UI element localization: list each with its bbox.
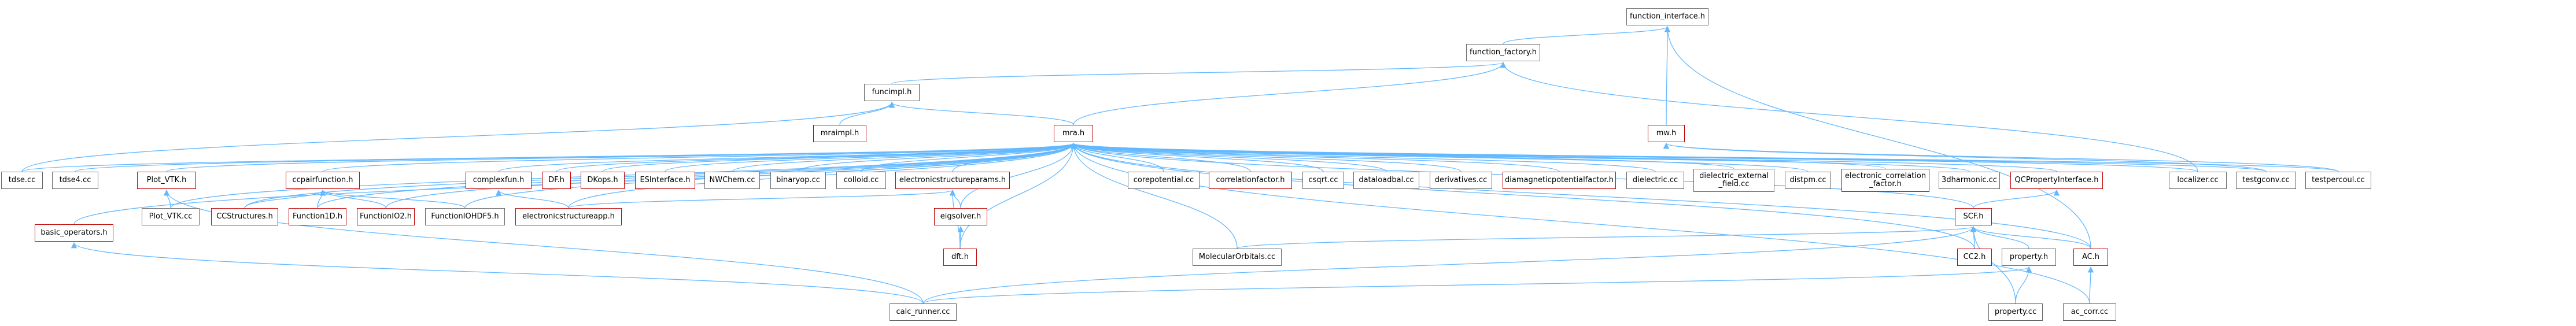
node-ccpairfunction[interactable]: ccpairfunction.h	[286, 172, 360, 189]
node-function-factory[interactable]: function_factory.h	[1466, 44, 1540, 61]
edge-eigsolver-to-mra	[960, 142, 1077, 209]
node-property-cc[interactable]: property.cc	[1988, 303, 2043, 321]
node-corepotential[interactable]: corepotential.cc	[1128, 172, 1200, 189]
node-tdse4[interactable]: tdse4.cc	[52, 172, 98, 189]
node-derivatives[interactable]: derivatives.cc	[1430, 172, 1492, 189]
edge-propertycc-to-scf	[1970, 225, 2016, 304]
node-dft[interactable]: dft.h	[943, 249, 977, 266]
edge-functionhdf5-to-ccpair	[319, 189, 466, 209]
node-mw[interactable]: mw.h	[1648, 125, 1685, 142]
node-correlationfactor[interactable]: correlationfactor.h	[1209, 172, 1292, 189]
edge-tdse-to-funcimpl	[21, 101, 895, 172]
edge-testpercoul-to-mra	[1071, 142, 2339, 172]
node-esinterface[interactable]: ESInterface.h	[635, 172, 695, 189]
edge-dataloadbal-to-mra	[1071, 142, 1387, 172]
edge-accorr-to-ach	[2087, 266, 2094, 304]
edge-testpercoul-to-mw	[1663, 142, 2339, 172]
edge-cc2-to-mra	[1070, 142, 1975, 249]
edge-calcrunner-to-basicops	[71, 242, 924, 304]
edge-plotvtk-to-mra	[166, 142, 1076, 172]
edge-diamag-to-mra	[1071, 142, 1560, 172]
edge-mra-to-function_factory	[1073, 61, 1507, 125]
node-dataloadbal[interactable]: dataloadbal.cc	[1353, 172, 1419, 189]
edge-derivatives-to-mra	[1071, 142, 1462, 172]
edge-csqrt-to-mra	[1070, 142, 1324, 172]
edge-distpm-to-mra	[1071, 142, 1809, 172]
edge-qcprop-to-mra	[1071, 142, 2057, 172]
edge-propertycc-to-propertyh	[2015, 266, 2032, 304]
node-funcimpl[interactable]: funcimpl.h	[864, 84, 920, 101]
node-tdse[interactable]: tdse.cc	[1, 172, 43, 189]
node-3dharmonic[interactable]: 3dharmonic.cc	[1939, 172, 2000, 189]
edge-dft-to-eigsolver	[957, 225, 964, 249]
node-electronicstructureparams[interactable]: electronicstructureparams.h	[895, 172, 1010, 189]
edge-binaryop-to-mra	[798, 142, 1077, 172]
node-cc2[interactable]: CC2.h	[1957, 249, 1992, 266]
node-basic-operators[interactable]: basic_operators.h	[35, 224, 113, 242]
edge-function1d-to-mra	[317, 142, 1076, 209]
edge-localizer-to-function_factory	[1500, 61, 2198, 172]
node-nwchem[interactable]: NWChem.cc	[704, 172, 760, 189]
edge-molorb-to-mra	[1070, 142, 1238, 249]
edge-molorb-to-scf	[1237, 225, 1976, 249]
edge-ccstructures-to-ccpair	[244, 189, 326, 209]
node-colloid[interactable]: colloid.cc	[836, 172, 886, 189]
edge-esinterface-to-mra	[665, 142, 1076, 172]
node-ac-h[interactable]: AC.h	[2073, 249, 2108, 266]
node-ac-corr[interactable]: ac_corr.cc	[2063, 303, 2116, 321]
node-dielectric-external-field[interactable]: dielectric_external _field.cc	[1693, 169, 1774, 192]
node-molecularorbitals[interactable]: MolecularOrbitals.cc	[1193, 249, 1282, 266]
node-distpm[interactable]: distpm.cc	[1785, 172, 1831, 189]
edge-dielectric-to-mra	[1071, 142, 1656, 172]
node-mraimpl[interactable]: mraimpl.h	[813, 125, 866, 142]
edge-ach-to-scf	[1970, 225, 2091, 249]
node-ccstructures[interactable]: CCStructures.h	[211, 208, 278, 225]
edge-ach-to-mra	[1070, 142, 2091, 249]
node-calc-runner[interactable]: calc_runner.cc	[890, 303, 957, 321]
node-electronicstructureapp[interactable]: electronicstructureapp.h	[515, 208, 622, 225]
edge-calcrunner-to-scf	[922, 225, 1976, 304]
edge-dft-to-mra	[959, 142, 1077, 249]
node-scf[interactable]: SCF.h	[1955, 208, 1992, 225]
node-function-interface[interactable]: function_interface.h	[1626, 8, 1708, 25]
edge-mw-to-function_interface	[1664, 25, 1671, 125]
node-dielectric[interactable]: dielectric.cc	[1626, 172, 1684, 189]
edge-ccpair-to-mra	[322, 142, 1076, 172]
node-testpercoul[interactable]: testpercoul.cc	[2305, 172, 2371, 189]
node-localizer[interactable]: localizer.cc	[2169, 172, 2227, 189]
node-mra[interactable]: mra.h	[1054, 125, 1093, 142]
edge-mra-to-funcimpl	[888, 101, 1074, 125]
edge-funcimpl-to-function_factory	[891, 61, 1506, 84]
edge-corrfactor-to-mra	[1070, 142, 1251, 172]
node-dkops[interactable]: DKops.h	[581, 172, 625, 189]
node-df[interactable]: DF.h	[542, 172, 571, 189]
node-functioniohdf5[interactable]: FunctionIOHDF5.h	[425, 208, 505, 225]
edge-ach-to-function_interface	[1664, 25, 2091, 249]
node-functionio2[interactable]: FunctionIO2.h	[357, 208, 415, 225]
node-property-h[interactable]: property.h	[2002, 249, 2056, 266]
edge-esapp-to-esparams	[568, 189, 955, 209]
node-testgconv[interactable]: testgconv.cc	[2236, 172, 2296, 189]
edge-propertyh-to-scf	[1970, 225, 2029, 249]
node-electronic-correlation-factor[interactable]: electronic_correlation _factor.h	[1841, 169, 1929, 192]
node-complexfun[interactable]: complexfun.h	[466, 172, 532, 189]
edge-esapp-to-complexfun	[495, 189, 569, 209]
node-csqrt[interactable]: csqrt.cc	[1302, 172, 1344, 189]
edge-calcrunner-to-propertyh	[922, 266, 2032, 304]
edge-nwchem-to-mra	[732, 142, 1076, 172]
edge-function_factory-to-function_interface	[1503, 25, 1671, 45]
edge-dkops-to-mra	[602, 142, 1076, 172]
node-diamagneticpotentialfactor[interactable]: diamagneticpotentialfactor.h	[1503, 172, 1616, 189]
node-function1d[interactable]: Function1D.h	[289, 208, 346, 225]
node-qcpropertyinterface[interactable]: QCPropertyInterface.h	[2010, 172, 2103, 189]
node-plot-vtk-cc[interactable]: Plot_VTK.cc	[142, 208, 200, 225]
node-binaryop[interactable]: binaryop.cc	[770, 172, 826, 189]
node-plot-vtk-h[interactable]: Plot_VTK.h	[137, 172, 196, 189]
node-eigsolver[interactable]: eigsolver.h	[934, 208, 987, 225]
edge-scf-to-qcprop	[1973, 189, 2060, 209]
edge-mraimpl-to-funcimpl	[839, 101, 895, 125]
